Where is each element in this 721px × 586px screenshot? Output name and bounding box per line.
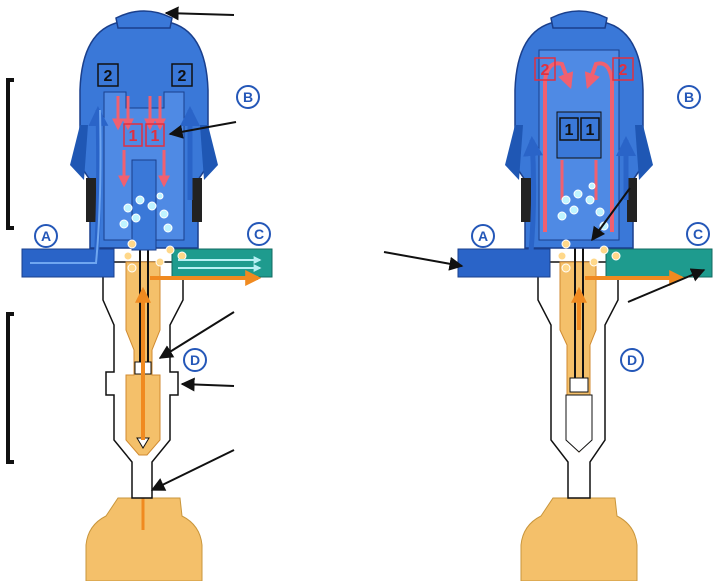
box-2-left-label: 2 <box>541 62 550 79</box>
spring-coil-right <box>192 178 202 222</box>
housing-wing-left <box>505 125 523 180</box>
pointer-nozzle <box>150 449 235 491</box>
pointer-outlet <box>627 268 706 303</box>
spring-coil-left <box>521 178 531 222</box>
label-c-right-text: C <box>693 226 703 242</box>
label-d-right-text: D <box>627 352 637 368</box>
label-d-left-text: D <box>190 352 200 368</box>
housing-wing-left <box>70 125 88 180</box>
box-1-left: 1 <box>559 117 579 141</box>
spring-coil-left <box>86 178 96 222</box>
box-1-left: 1 <box>123 123 143 147</box>
housing-wing-right <box>635 125 653 180</box>
label-a-left: A <box>34 224 58 248</box>
flow-a-highlight <box>30 109 102 264</box>
box-1-right-label: 1 <box>151 128 160 145</box>
box-2-right-label: 2 <box>619 62 628 79</box>
pointer-inlet <box>383 251 464 271</box>
label-c-right: C <box>686 222 710 246</box>
box-1-left-label: 1 <box>129 128 138 145</box>
box-2-right-label: 2 <box>178 68 187 85</box>
spring-coil-right <box>627 178 637 222</box>
label-b-right: B <box>677 85 701 109</box>
bracket-upper <box>6 78 14 230</box>
box-1-right-label: 1 <box>586 122 595 139</box>
empty-tip <box>565 394 593 453</box>
needle-seat <box>569 377 589 393</box>
box-2-left: 2 <box>534 57 556 81</box>
outlet-pipe <box>171 248 273 278</box>
pointer-top-cap <box>164 6 235 21</box>
pointer-needle <box>591 187 631 242</box>
box-1-right: 1 <box>145 123 165 147</box>
label-b-left-text: B <box>243 89 253 105</box>
right-valve: 2 2 1 1 A B C D <box>383 10 713 582</box>
pointer-body <box>180 377 235 392</box>
box-2-right: 2 <box>612 57 634 81</box>
left-valve: 2 2 1 1 A B C D <box>6 6 273 582</box>
label-d-left: D <box>183 348 207 372</box>
bracket-lower <box>6 312 14 464</box>
label-b-left: B <box>236 85 260 109</box>
top-cap <box>550 10 608 29</box>
box-1-left-label: 1 <box>565 122 574 139</box>
pointer-needle-seat <box>158 311 235 359</box>
label-b-right-text: B <box>684 89 694 105</box>
top-cap <box>115 10 173 29</box>
bubbles <box>119 192 187 273</box>
label-c-left: C <box>247 222 271 246</box>
label-a-left-text: A <box>41 228 51 244</box>
label-d-right: D <box>620 348 644 372</box>
red-loop-right <box>584 61 614 232</box>
inner-piston <box>556 111 602 159</box>
label-a-right-text: A <box>478 228 488 244</box>
box-2-left: 2 <box>97 63 119 87</box>
pointer-inner-valve <box>168 121 237 139</box>
box-2-left-label: 2 <box>104 68 113 85</box>
bubbles <box>557 182 621 273</box>
box-1-right: 1 <box>580 117 600 141</box>
box-2-right: 2 <box>171 63 193 87</box>
label-a-right: A <box>471 224 495 248</box>
label-c-left-text: C <box>254 226 264 242</box>
housing-wing-right <box>200 125 218 180</box>
bottle <box>520 497 638 582</box>
flow-a-up <box>466 136 544 266</box>
